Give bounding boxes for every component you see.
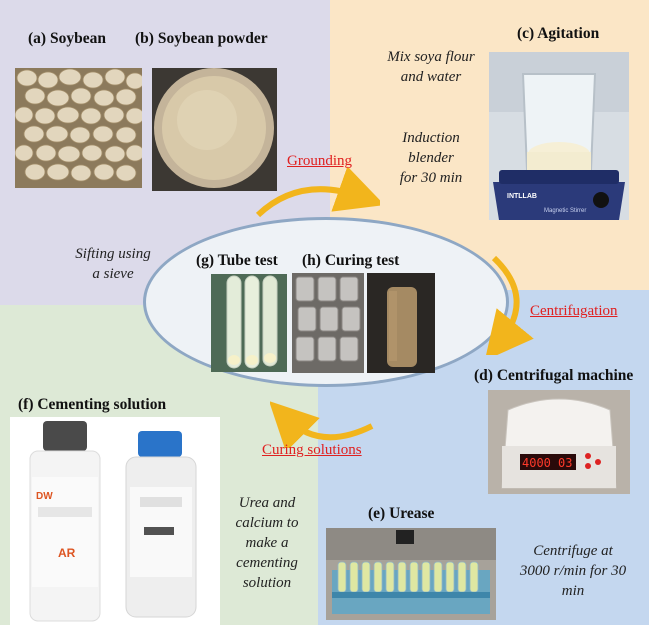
centrifuge-photo: 4000 03 — [488, 390, 630, 494]
label-urease: (e) Urease — [368, 505, 435, 522]
tube-image — [211, 274, 287, 372]
soybean-photo — [15, 68, 142, 188]
note-centrifuge-line-3: min — [561, 583, 585, 599]
note-urea-line-1: Urea and — [238, 495, 296, 511]
note-blender: Induction blender for 30 min — [385, 128, 477, 188]
agitation-photo: INTLLAB Magnetic Stirrer — [489, 52, 629, 220]
molds-image — [292, 273, 364, 373]
step-grounding: Grounding — [287, 153, 352, 169]
bottles-image: DW AR — [10, 417, 220, 625]
sample-image — [367, 273, 435, 373]
label-tube-test: (g) Tube test — [196, 252, 278, 269]
display-left: 4000 — [522, 456, 551, 470]
note-sift: Sifting using a sieve — [58, 244, 168, 284]
stirrer-brand: INTLLAB — [507, 193, 537, 200]
label-soybean-powder: (b) Soybean powder — [135, 30, 268, 47]
label-centrifugal-machine: (d) Centrifugal machine — [474, 367, 634, 384]
note-urea-line-2: calcium to — [235, 515, 299, 531]
note-mix-line-2: and water — [400, 69, 462, 85]
note-centrifuge-line-1: Centrifuge at — [533, 543, 613, 559]
note-mix-line-1: Mix soya flour — [387, 49, 475, 65]
tube-photo — [211, 274, 287, 372]
centrifuge-image: 4000 03 — [488, 390, 630, 494]
bottles-photo: DW AR — [10, 417, 220, 625]
powder-image — [152, 68, 277, 191]
note-urea-line-5: solution — [242, 575, 292, 591]
note-sift-line-2: a sieve — [92, 266, 134, 282]
urease-image — [326, 528, 496, 620]
soybean-image — [15, 68, 142, 188]
stirrer-image: INTLLAB Magnetic Stirrer — [489, 52, 629, 220]
note-blender-line-2: blender — [408, 150, 454, 166]
bottle-brand: DW — [36, 491, 53, 502]
powder-photo — [152, 68, 277, 191]
label-agitation: (c) Agitation — [517, 25, 600, 42]
note-blender-line-1: Induction — [402, 130, 460, 146]
note-mix: Mix soya flour and water — [372, 47, 490, 87]
step-curing-solutions: Curing solutions — [262, 442, 362, 458]
label-cementing-solution: (f) Cementing solution — [18, 396, 167, 413]
molds-photo — [292, 273, 364, 373]
note-sift-line-1: Sifting using — [75, 246, 151, 262]
display-right: 03 — [558, 456, 572, 470]
urease-photo — [326, 528, 496, 620]
label-curing-test: (h) Curing test — [302, 252, 400, 269]
note-urea-line-3: make a — [245, 535, 289, 551]
stirrer-model: Magnetic Stirrer — [544, 208, 586, 214]
step-centrifugation: Centrifugation — [530, 303, 618, 319]
note-blender-line-3: for 30 min — [399, 170, 463, 186]
bottle-grade: AR — [58, 546, 76, 560]
sample-photo — [367, 273, 435, 373]
curing-solutions-arrow — [270, 401, 374, 448]
note-urea: Urea and calcium to make a cementing sol… — [222, 493, 312, 593]
label-soybean: (a) Soybean — [28, 30, 106, 47]
note-centrifuge-line-2: 3000 r/min for 30 — [519, 563, 627, 579]
grounding-arrow — [255, 166, 380, 218]
note-urea-line-4: cementing — [236, 555, 298, 571]
note-centrifuge: Centrifuge at 3000 r/min for 30 min — [510, 541, 636, 601]
centrifugation-arrow — [484, 255, 534, 355]
